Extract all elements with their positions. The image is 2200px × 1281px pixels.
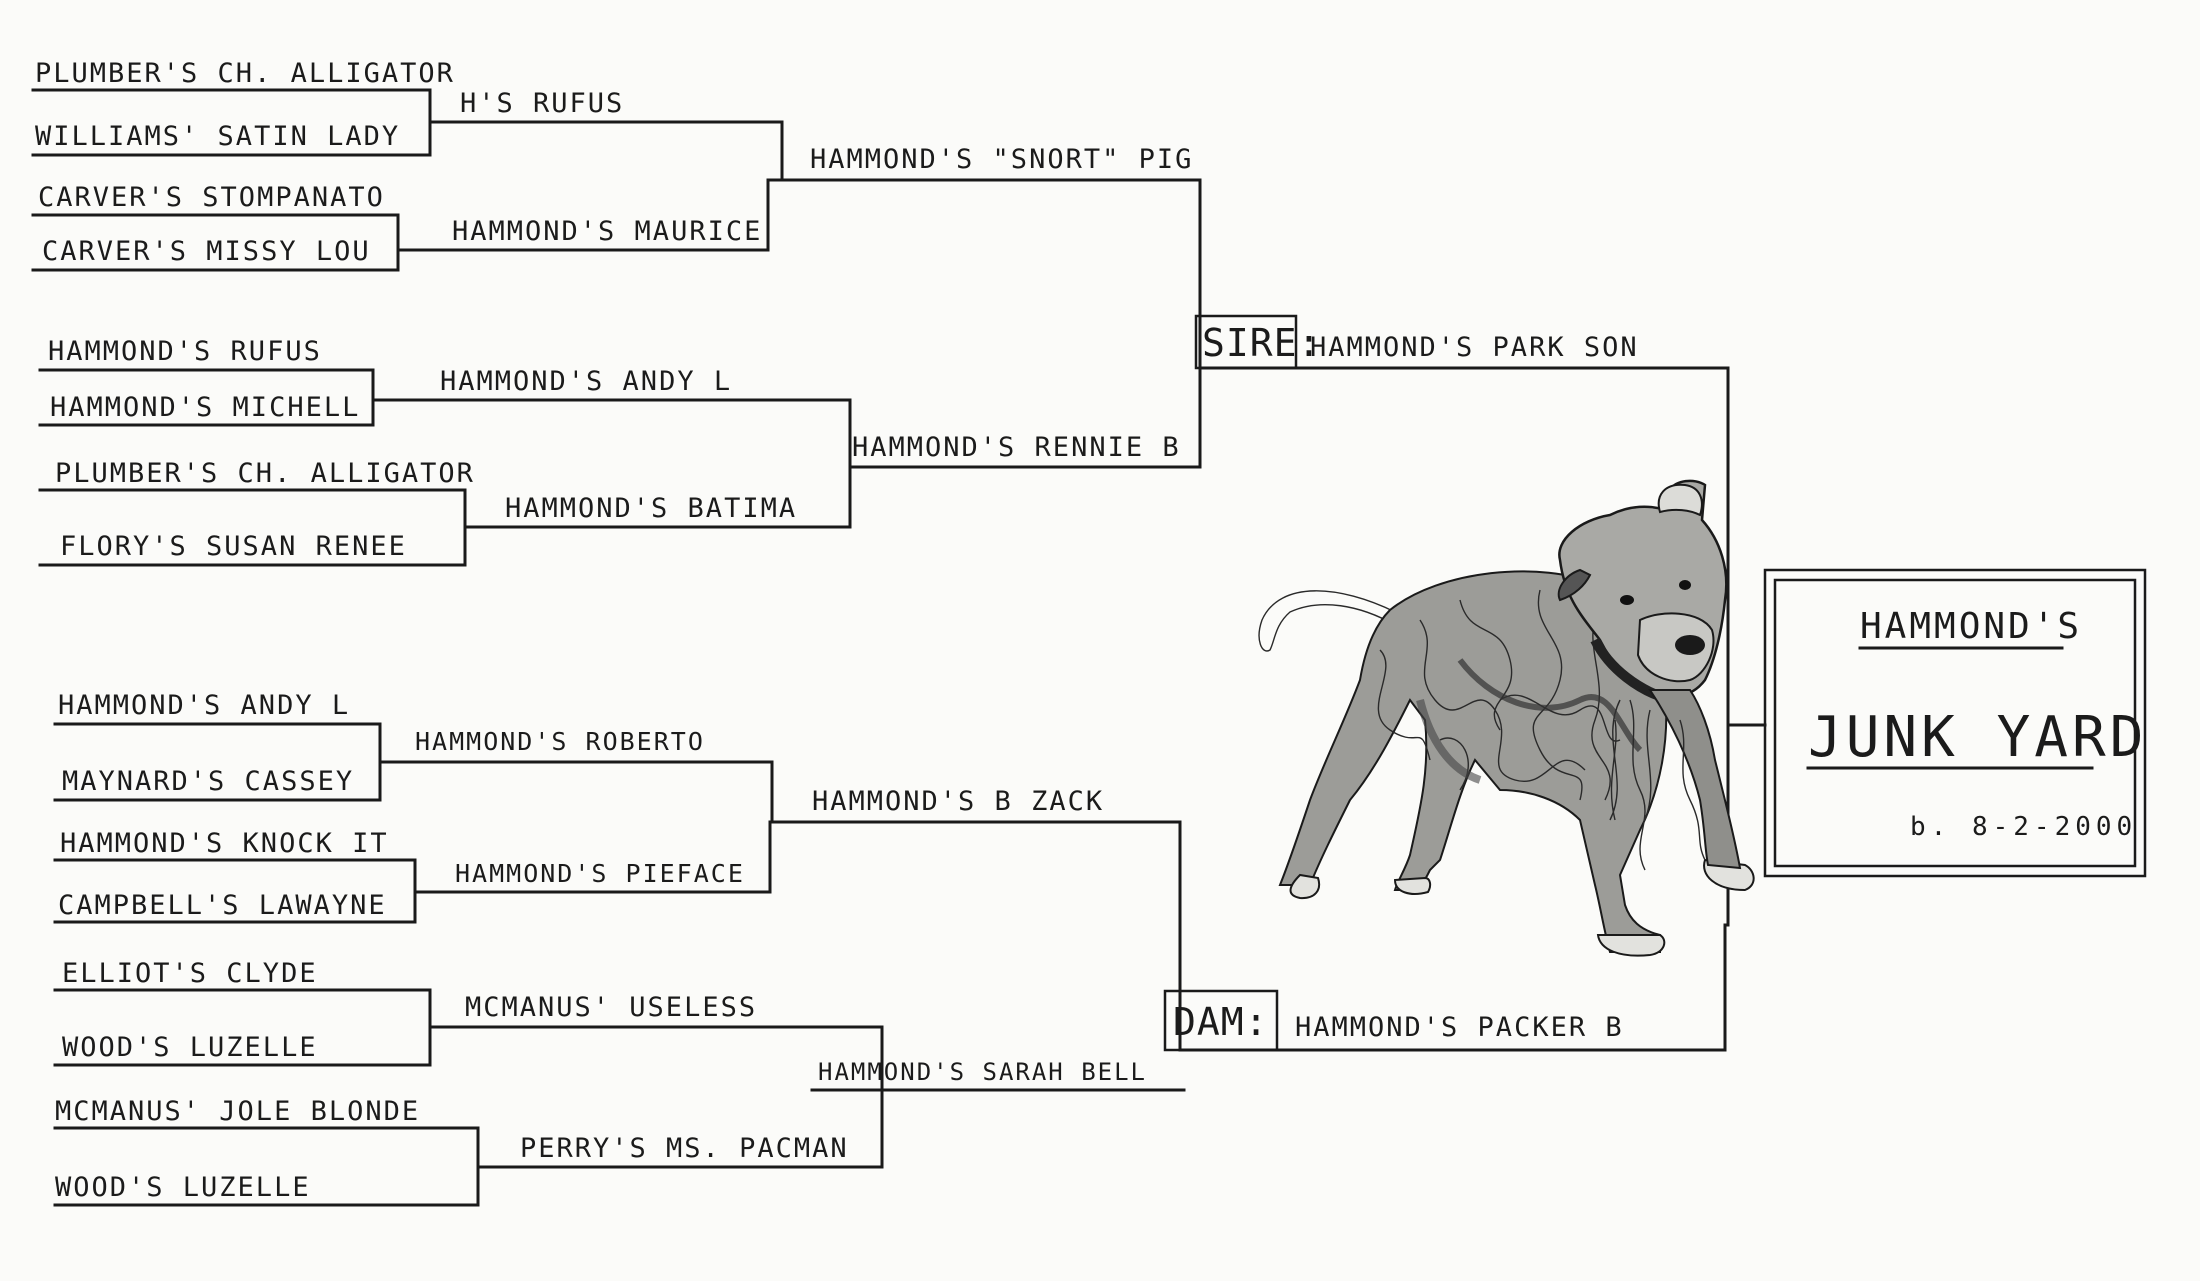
great-grandparent-1: H'S RUFUS (460, 88, 624, 119)
subject-kennel: HAMMOND'S (1860, 606, 2082, 647)
dam-label: DAM: (1173, 1000, 1269, 1044)
great-grandparent-4: HAMMOND'S BATIMA (505, 493, 797, 524)
ancestor-8: FLORY'S SUSAN RENEE (60, 531, 407, 562)
ancestor-2: WILLIAMS' SATIN LADY (35, 121, 400, 152)
ancestor-6: HAMMOND'S MICHELL (50, 392, 360, 423)
subject-name: JUNK YARD (1808, 705, 2147, 770)
sire-label-box (1194, 314, 1298, 370)
great-grandparent-2: HAMMOND'S MAURICE (452, 216, 762, 247)
ancestor-12: CAMPBELL'S LAWAYNE (58, 890, 387, 921)
ancestor-15: McMANUS' JOLE BLONDE (55, 1096, 420, 1127)
sire-name: HAMMOND'S PARK SON (1310, 332, 1639, 363)
ancestor-7: PLUMBER'S CH. ALLIGATOR (55, 458, 475, 489)
ancestor-4: CARVER'S MISSY LOU (42, 236, 371, 267)
ancestor-5: HAMMOND'S RUFUS (48, 336, 322, 367)
dog-illustration (1258, 479, 1755, 957)
great-grandparent-6: HAMMOND'S PIEFACE (455, 859, 745, 888)
subject-box-outer (1763, 568, 2147, 878)
subject-box-inner (1773, 578, 2137, 868)
ancestor-11: HAMMOND'S KNOCK IT (60, 828, 389, 859)
grandparent-dam-dam: HAMMOND'S SARAH BELL (818, 1058, 1147, 1086)
ancestor-13: ELLIOT'S CLYDE (62, 958, 318, 989)
ancestor-16: WOOD'S LUZELLE (55, 1172, 311, 1203)
grandparent-dam-sire: HAMMOND'S B ZACK (812, 786, 1104, 817)
ancestor-3: CARVER'S STOMPANATO (38, 182, 385, 213)
ancestor-9: HAMMOND'S ANDY L (58, 690, 350, 721)
grandparent-sire-dam: HAMMOND'S RENNIE B (852, 432, 1181, 463)
great-grandparent-3: HAMMOND'S ANDY L (440, 366, 732, 397)
grandparent-sire-sire: HAMMOND'S "SNORT" PIG (810, 144, 1193, 175)
bracket-lines (31, 88, 1767, 1207)
ancestor-1: PLUMBER'S CH. ALLIGATOR (35, 58, 455, 89)
great-grandparent-7: McMANUS' USELESS (465, 992, 757, 1023)
subject-born: b. 8-2-2000 (1910, 812, 2137, 842)
ancestor-10: MAYNARD'S CASSEY (62, 766, 354, 797)
great-grandparent-8: PERRY'S MS. PACMAN (520, 1133, 849, 1164)
ancestor-14: WOOD'S LUZELLE (62, 1032, 318, 1063)
dam-name: HAMMOND'S PACKER B (1295, 1012, 1624, 1043)
dam-label-box (1163, 989, 1279, 1052)
great-grandparent-5: HAMMOND'S ROBERTO (415, 727, 705, 756)
sire-label: SIRE: (1202, 321, 1321, 365)
